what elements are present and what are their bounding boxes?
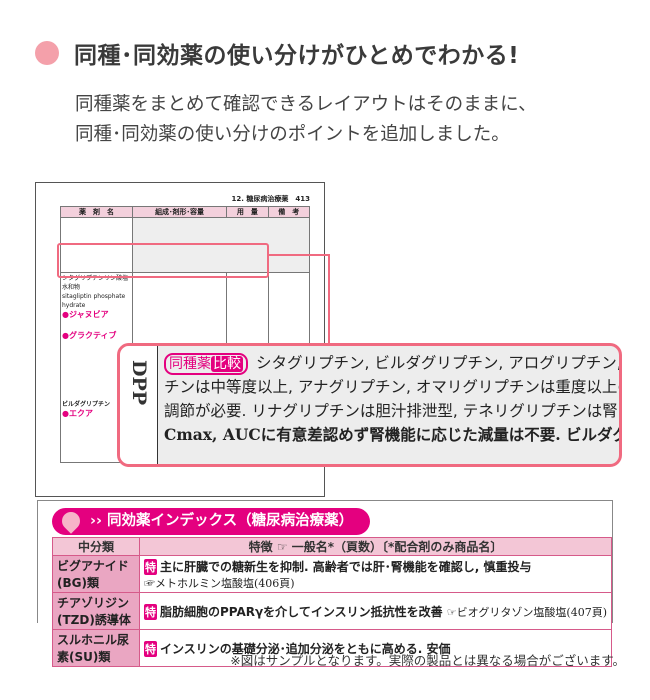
brand-name: ●ジャヌビア: [62, 310, 109, 319]
drug-name: シタグリプチンリン酸塩水和物: [62, 275, 129, 291]
col-header: 薬 剤 名: [60, 206, 133, 218]
col-header: 用 量: [226, 206, 269, 218]
col-header: 備 考: [267, 206, 311, 218]
callout-line: チンは中等度以上, アナグリプチン, オマリグリプチンは重度以上の: [164, 378, 622, 396]
page-header: 12. 糖尿病治療薬 413: [231, 195, 310, 203]
bullet-dot: [35, 41, 59, 65]
table-row: スルホニル尿素(SU)類 特インスリンの基礎分泌･追加分泌をともに高める. 安価: [52, 629, 613, 667]
index-table: 中分類 特徴 ☞ 一般名*（頁数）〔*配合剤のみ商品名〕 ビグアナイド(BG)類…: [52, 537, 613, 667]
map-pin-icon: [58, 508, 84, 534]
drug-name: ビルダグリプチン: [62, 401, 111, 408]
feature-icon: 特: [143, 603, 157, 620]
connector-line: [328, 254, 330, 346]
feature-icon: 特: [143, 558, 157, 575]
subtext-line-2: 同種･同効薬の使い分けのポイントを追加しました。: [75, 124, 510, 145]
col-header: 組成･剤形･容量: [131, 206, 228, 218]
brand-name: ●グラクティブ: [62, 331, 117, 340]
class-cell: スルホニル尿素(SU)類: [52, 629, 140, 667]
category-label: DPP: [120, 346, 158, 464]
subtext-line-1: 同種薬をまとめて確認できるレイアウトはそのままに、: [75, 94, 537, 115]
callout-line: 同種薬比較シタグリプチン, ビルダグリプチン, アログリプチン,: [164, 351, 619, 375]
highlight-box: [57, 243, 269, 278]
index-title: ›› 同効薬インデックス（糖尿病治療薬）: [52, 508, 370, 535]
connector-line: [269, 254, 329, 256]
col-header: 特徴 ☞ 一般名*（頁数）〔*配合剤のみ商品名〕: [138, 537, 613, 556]
headline: 同種･同効薬の使い分けがひとめでわかる!: [74, 43, 520, 69]
drug-name-en: sitagliptin phosphate hydrate: [62, 293, 126, 309]
callout-line: 調節が必要. リナグリプチンは胆汁排泄型, テネリグリプチンは腎: [164, 402, 618, 420]
drug-ref: ☞ビオグリタゾン塩酸塩(407頁): [446, 605, 607, 619]
same-drug-compare-badge: 同種薬比較: [164, 353, 248, 375]
index-panel: [37, 500, 613, 623]
table-row: ビグアナイド(BG)類 特主に肝臓での糖新生を抑制. 高齢者では肝･腎機能を確認…: [52, 555, 613, 593]
footnote: ※図はサンプルとなります。実際の製品とは異なる場合がございます。: [230, 653, 625, 668]
brand-name: ●エクア: [62, 409, 93, 418]
table-row: チアゾリジン(TZD)誘導体 特脂肪細胞のPPARγを介してインスリン抵抗性を改…: [52, 592, 613, 630]
zoom-callout: DPP 同種薬比較シタグリプチン, ビルダグリプチン, アログリプチン, チンは…: [117, 343, 622, 467]
category-text: DPP: [128, 360, 150, 406]
feature-icon: 特: [143, 640, 157, 657]
callout-line: Cmax, AUCに有意差認めず腎機能に応じた減量は不要. ビルダグリ: [164, 425, 622, 444]
class-cell: チアゾリジン(TZD)誘導体: [52, 592, 140, 630]
drug-ref: ☞メトホルミン塩酸塩(406頁): [143, 576, 295, 590]
col-header: 中分類: [52, 537, 140, 556]
class-cell: ビグアナイド(BG)類: [52, 555, 140, 593]
